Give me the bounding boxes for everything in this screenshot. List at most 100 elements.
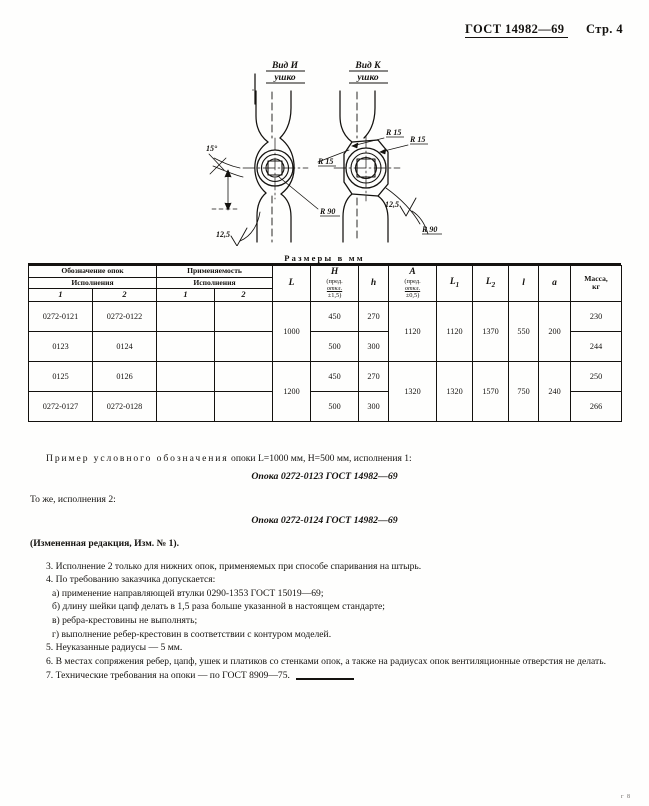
cell-L1: 1320	[436, 360, 474, 422]
table-header-variants-row: Исполнения Исполнения	[28, 276, 622, 290]
header-variant-2-desig: 2	[92, 288, 157, 302]
item-7: 7. Технические требования на опоки — по …	[46, 669, 290, 681]
cell-h: 300	[358, 390, 390, 422]
cell-appl2	[213, 330, 274, 362]
cell-H: 500	[310, 330, 360, 362]
specification-table: Обозначение опок Применяемость L H (пред…	[28, 265, 623, 422]
header-col-L1: L1	[436, 265, 474, 302]
dimension-callouts: R 15 R 15 R 15 R 90 R 90 12,5 12,5 15°	[206, 128, 437, 239]
header-col-h: h	[358, 265, 390, 302]
cell-A: 1120	[388, 300, 438, 362]
item-4v: в) ребра-крестовины не выполнять;	[52, 615, 198, 627]
cell-var2: 0272-0122	[92, 300, 157, 332]
item-3: 3. Исполнение 2 только для нижних опок, …	[46, 560, 422, 572]
header-variants-applicability: Исполнения	[155, 276, 274, 290]
table-row: 0272-0127 0272-0128 500 300 266	[28, 390, 623, 422]
item-4: 4. По требованию заказчика допускается:	[46, 574, 216, 586]
header-col-l: l	[508, 265, 540, 302]
cell-H: 500	[310, 390, 360, 422]
cell-L2: 1370	[472, 300, 510, 362]
header-variants-designation: Исполнения	[28, 276, 157, 290]
view-left-sub: ушко	[273, 73, 296, 83]
example-rest: опоки L=1000 мм, H=500 мм, исполнения 1:	[228, 453, 412, 464]
table-row: 0272-0121 0272-0122 1000 450 270 1120 11…	[28, 300, 623, 362]
view-labels: Вид И ушко Вид К ушко	[271, 60, 381, 83]
item-4g: г) выполнение ребер-крестовин в соответс…	[52, 628, 332, 640]
revision-note: (Измененная редакция, Изм. № 1).	[30, 538, 180, 550]
header-applicability: Применяемость	[155, 265, 274, 278]
corner-artifact: г 8	[621, 794, 631, 800]
item-4b: б) длину шейки цапф делать в 1,5 раза бо…	[52, 601, 385, 613]
technical-drawing: Вид И ушко Вид К ушко R 15 R 15 R 15 R 9…	[0, 46, 649, 246]
roughness-right: 12,5	[385, 200, 399, 209]
angle-note: 15°	[206, 144, 218, 153]
header-col-mass: Масса,кг	[570, 265, 623, 302]
cell-l: 550	[508, 300, 540, 362]
cell-l: 750	[508, 360, 540, 422]
table-top-rule	[28, 263, 621, 265]
cell-h: 300	[358, 330, 390, 362]
callout-r15-left: R 15	[317, 157, 333, 166]
example-code-1: Опока 0272-0123 ГОСТ 14982—69	[251, 470, 398, 482]
tolerance-A: (пред.откл.±0,5)	[404, 277, 421, 300]
cell-H: 450	[310, 360, 360, 392]
header-variant-1-desig: 1	[28, 288, 93, 302]
cell-appl2	[213, 390, 274, 422]
cell-a: 240	[538, 360, 572, 422]
table-row: 0125 0126 1200 450 270 1320 1320 1570 75…	[28, 360, 623, 422]
page-number: Стр. 4	[585, 22, 623, 36]
callout-r15-mid: R 15	[385, 128, 401, 137]
callout-r90-left: R 90	[319, 207, 335, 216]
section-divider	[296, 678, 354, 680]
page-header: ГОСТ 14982—69 Стр. 4	[464, 22, 623, 38]
cell-L1: 1120	[436, 300, 474, 362]
cell-mass: 230	[570, 300, 623, 332]
callout-r90-right: R 90	[421, 225, 437, 234]
drawing-svg: Вид И ушко Вид К ушко R 15 R 15 R 15 R 9…	[206, 60, 442, 246]
callout-r15-right: R 15	[409, 135, 425, 144]
standard-number: ГОСТ 14982—69	[464, 22, 569, 38]
cell-var1: 0125	[28, 360, 93, 392]
cell-var1: 0123	[28, 330, 93, 362]
view-right-sub: ушко	[356, 73, 379, 83]
table-header-numbers-row: 1 2 1 2	[28, 288, 622, 302]
cell-mass: 244	[570, 330, 623, 362]
body-text: Пример условного обозначения опоки L=100…	[0, 452, 649, 682]
item-4a: а) применение направляющей втулки 0290-1…	[52, 587, 324, 599]
cell-var1: 0272-0127	[28, 390, 93, 422]
item-5: 5. Неуказанные радиусы — 5 мм.	[46, 642, 183, 654]
cell-mass: 250	[570, 360, 623, 392]
cell-appl1	[156, 390, 215, 422]
cell-A: 1320	[388, 360, 438, 422]
view-right-title: Вид К	[354, 60, 381, 71]
cell-appl1	[156, 330, 215, 362]
cell-appl2	[213, 300, 274, 332]
header-variant-2-appl: 2	[213, 288, 274, 302]
cell-L2: 1570	[472, 360, 510, 422]
item-6: 6. В местах сопряжения ребер, цапф, ушек…	[46, 655, 606, 667]
cell-L: 1000	[272, 300, 312, 362]
header-col-A: A (пред.откл.±0,5)	[388, 265, 438, 302]
same-as-line: То же, исполнения 2:	[30, 493, 116, 505]
cell-H: 450	[310, 300, 360, 332]
cell-h: 270	[358, 360, 390, 392]
header-col-H: H (пред.откл.±1,5)	[310, 265, 360, 302]
cell-L: 1200	[272, 360, 312, 422]
tolerance-H: (пред.откл.±1,5)	[326, 277, 343, 300]
header-col-L: L	[272, 265, 312, 302]
header-col-a: a	[538, 265, 572, 302]
cell-var2: 0272-0128	[92, 390, 157, 422]
roughness-left: 12,5	[216, 230, 230, 239]
cell-var2: 0124	[92, 330, 157, 362]
table-header-group-row: Обозначение опок Применяемость L H (пред…	[28, 265, 623, 302]
header-col-L2: L2	[472, 265, 510, 302]
cell-appl1	[156, 360, 215, 392]
header-designation: Обозначение опок	[28, 265, 157, 278]
cell-var2: 0126	[92, 360, 157, 392]
example-code-2: Опока 0272-0124 ГОСТ 14982—69	[251, 515, 398, 527]
cell-h: 270	[358, 300, 390, 332]
cell-a: 200	[538, 300, 572, 362]
cell-appl2	[213, 360, 274, 392]
view-left-title: Вид И	[271, 60, 299, 71]
